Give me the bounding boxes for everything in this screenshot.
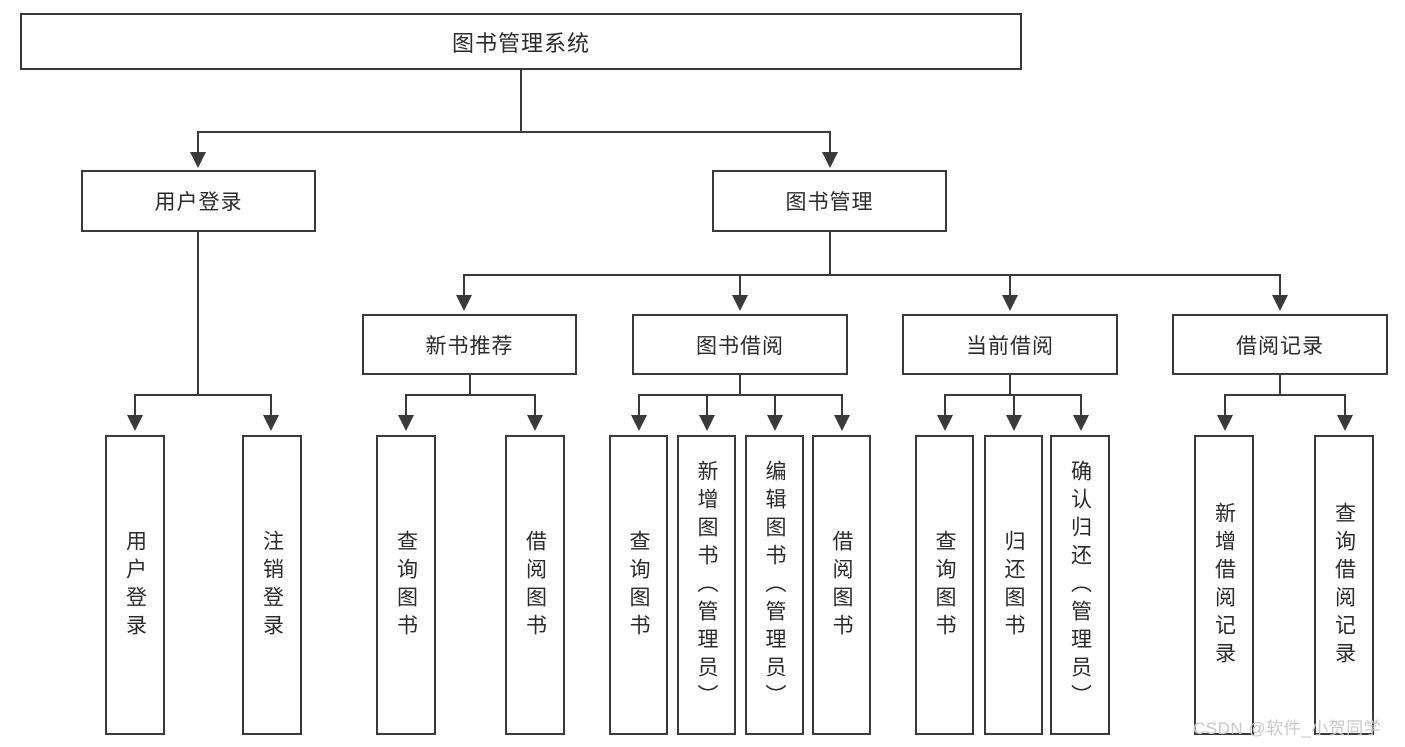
- connector-to-borrow-record: [1279, 274, 1281, 297]
- node-borrow-record[interactable]: 借阅记录: [1172, 314, 1388, 375]
- leaf-borrow-book-new[interactable]: 借阅图书: [505, 435, 565, 735]
- connector-new-book-stem: [469, 375, 471, 395]
- arrowhead-book-borrow-leaf4: [834, 415, 850, 431]
- connector-user-login-left: [134, 394, 136, 417]
- leaf-query-book-current[interactable]: 查询图书: [915, 435, 974, 735]
- connector-current-borrow-leaf1: [944, 394, 946, 417]
- leaf-confirm-return-admin[interactable]: 确认归还（管理员）: [1050, 435, 1110, 735]
- connector-new-book-bus: [405, 394, 534, 396]
- connector-current-borrow-leaf3: [1080, 394, 1082, 417]
- connector-to-current-borrow: [1009, 274, 1011, 297]
- connector-book-borrow-leaf1: [638, 394, 640, 417]
- leaf-query-book-borrow[interactable]: 查询图书: [609, 435, 668, 735]
- arrowhead-book-borrow: [732, 295, 748, 311]
- arrowhead-current-borrow-leaf1: [937, 415, 953, 431]
- arrowhead-book-borrow-leaf2: [699, 415, 715, 431]
- connector-current-borrow-bus: [944, 394, 1080, 396]
- node-current-borrow[interactable]: 当前借阅: [902, 314, 1118, 375]
- arrowhead-new-book-leaf2: [527, 415, 543, 431]
- connector-root-to-book-mgmt: [829, 131, 831, 154]
- leaf-query-book-new[interactable]: 查询图书: [376, 435, 436, 735]
- connector-current-borrow-leaf2: [1013, 394, 1015, 417]
- arrowhead-user-login: [190, 152, 206, 168]
- leaf-borrow-book[interactable]: 借阅图书: [812, 435, 871, 735]
- connector-root-bus: [197, 131, 831, 133]
- node-book-management[interactable]: 图书管理: [712, 170, 947, 232]
- connector-new-book-leaf1: [405, 394, 407, 417]
- arrowhead-new-book-leaf1: [398, 415, 414, 431]
- connector-to-new-book: [463, 274, 465, 297]
- arrowhead-current-borrow-leaf2: [1006, 415, 1022, 431]
- connector-book-borrow-leaf4: [841, 394, 843, 417]
- connector-new-book-leaf2: [534, 394, 536, 417]
- connector-root-stem: [520, 70, 522, 132]
- arrowhead-book-borrow-leaf1: [631, 415, 647, 431]
- connector-book-mgmt-stem: [829, 232, 831, 275]
- connector-user-login-right: [270, 394, 272, 417]
- connector-user-login-bus: [134, 394, 270, 396]
- connector-book-borrow-bus: [638, 394, 843, 396]
- node-new-book-recommend[interactable]: 新书推荐: [362, 314, 577, 375]
- connector-borrow-record-leaf2: [1344, 394, 1346, 417]
- connector-root-to-user-login: [197, 131, 199, 154]
- leaf-add-borrow-record[interactable]: 新增借阅记录: [1194, 435, 1254, 735]
- node-root-system[interactable]: 图书管理系统: [20, 13, 1022, 70]
- connector-level3-bus: [463, 274, 1280, 276]
- connector-book-borrow-leaf3: [774, 394, 776, 417]
- arrowhead-leaf-logout: [263, 415, 279, 431]
- arrowhead-leaf-user-login: [127, 415, 143, 431]
- arrowhead-borrow-record: [1272, 295, 1288, 311]
- leaf-edit-book-admin[interactable]: 编辑图书（管理员）: [745, 435, 804, 735]
- arrowhead-book-borrow-leaf3: [767, 415, 783, 431]
- connector-book-borrow-leaf2: [706, 394, 708, 417]
- connector-borrow-record-bus: [1224, 394, 1344, 396]
- arrowhead-new-book: [456, 295, 472, 311]
- connector-borrow-record-stem: [1279, 375, 1281, 395]
- arrowhead-book-mgmt: [822, 152, 838, 168]
- arrowhead-borrow-record-leaf2: [1337, 415, 1353, 431]
- connector-current-borrow-stem: [1009, 375, 1011, 395]
- arrowhead-borrow-record-leaf1: [1217, 415, 1233, 431]
- arrowhead-current-borrow: [1002, 295, 1018, 311]
- leaf-query-borrow-record[interactable]: 查询借阅记录: [1314, 435, 1374, 735]
- leaf-return-book[interactable]: 归还图书: [984, 435, 1043, 735]
- csdn-watermark: CSDN @软件_小贺同学: [1193, 719, 1382, 738]
- leaf-logout[interactable]: 注销登录: [242, 435, 302, 735]
- connector-borrow-record-leaf1: [1224, 394, 1226, 417]
- connector-book-borrow-stem: [739, 375, 741, 395]
- connector-to-book-borrow: [739, 274, 741, 297]
- leaf-add-book-admin[interactable]: 新增图书（管理员）: [677, 435, 736, 735]
- node-book-borrow[interactable]: 图书借阅: [632, 314, 848, 375]
- arrowhead-current-borrow-leaf3: [1073, 415, 1089, 431]
- connector-user-login-stem: [197, 232, 199, 395]
- leaf-user-login[interactable]: 用户登录: [105, 435, 165, 735]
- node-user-login[interactable]: 用户登录: [81, 170, 316, 232]
